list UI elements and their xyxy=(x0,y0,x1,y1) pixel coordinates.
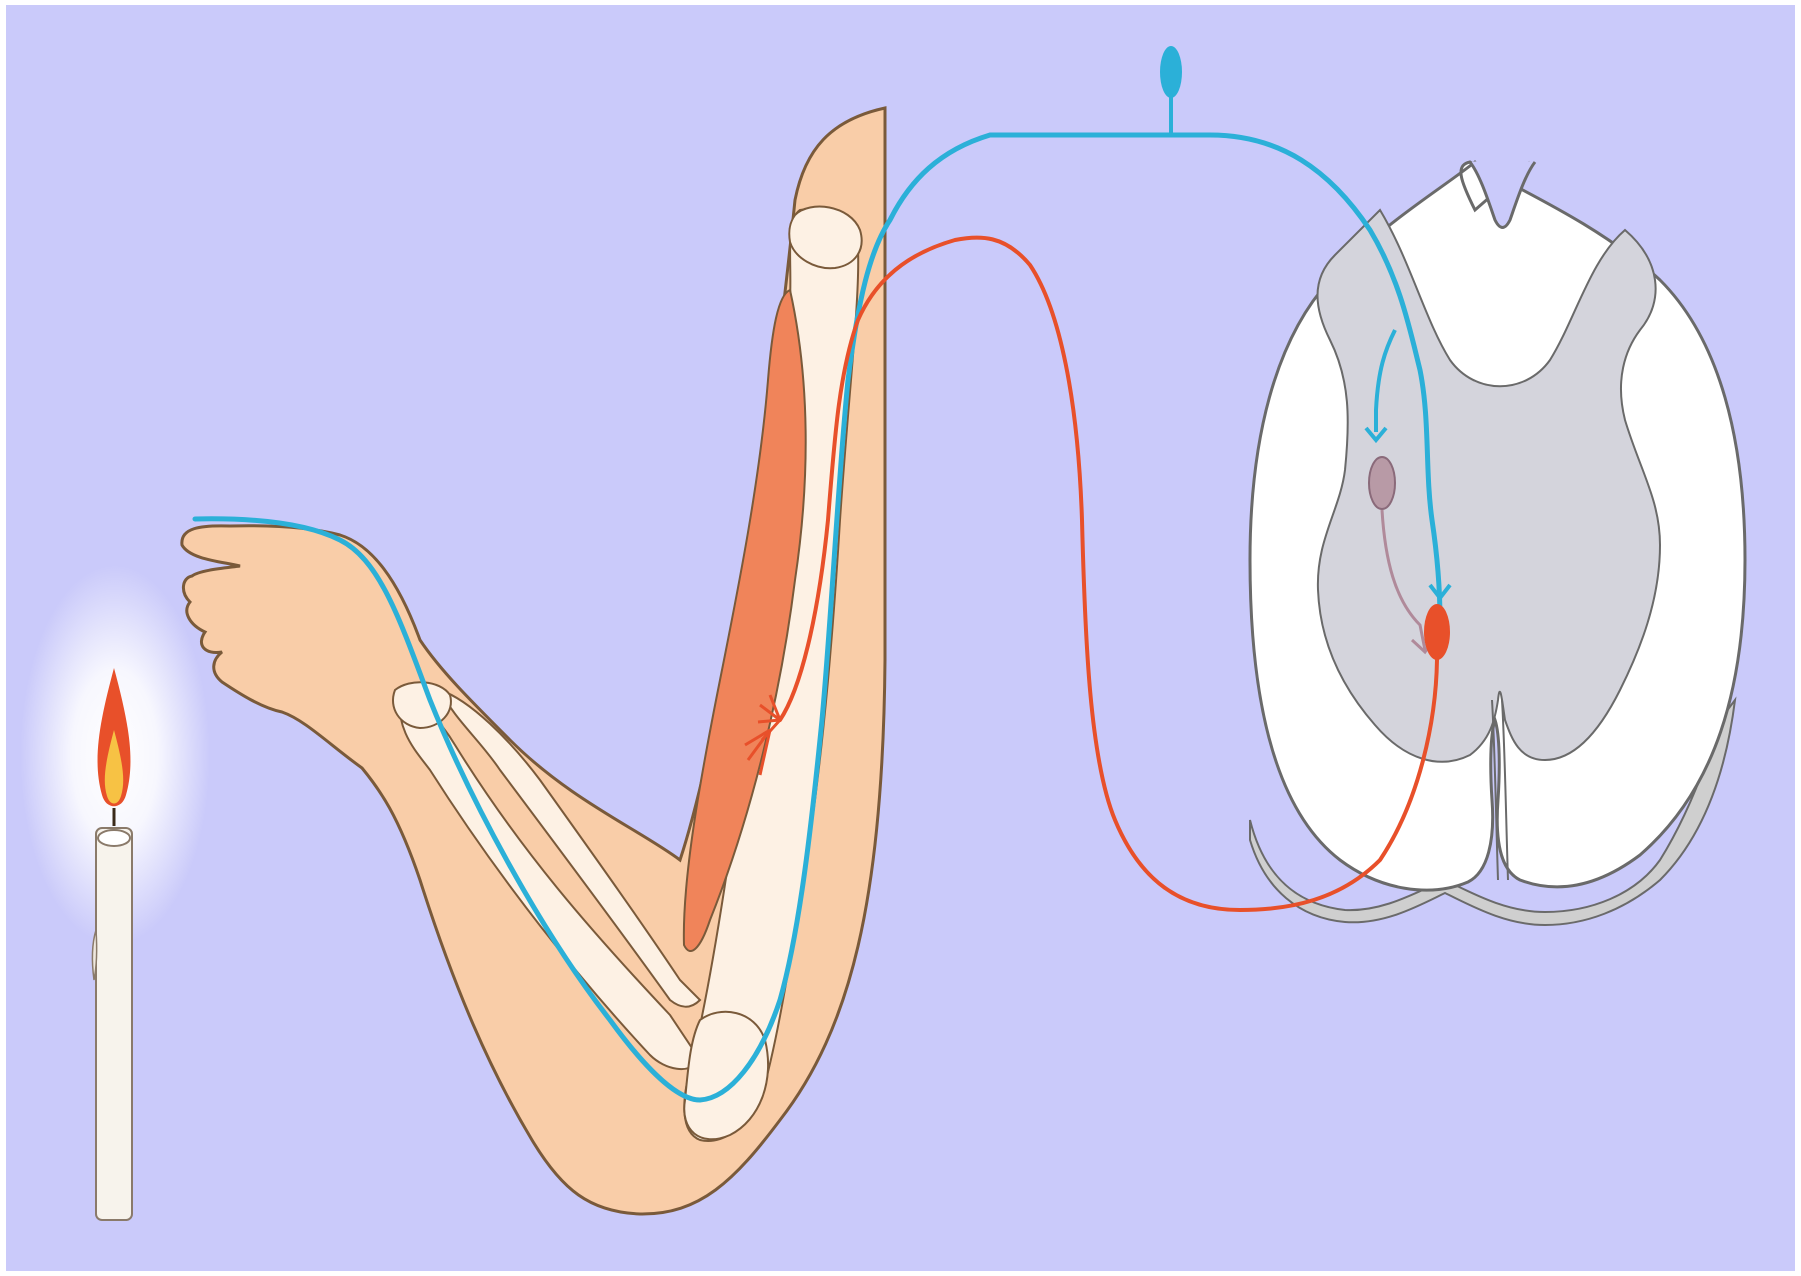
wrist-bone xyxy=(393,682,451,728)
interneuron-body xyxy=(1369,457,1395,509)
candle-top xyxy=(98,830,130,846)
candle-body xyxy=(96,828,132,1220)
dorsal-root-ganglion xyxy=(1160,46,1182,98)
motor-neuron-body xyxy=(1424,604,1450,660)
